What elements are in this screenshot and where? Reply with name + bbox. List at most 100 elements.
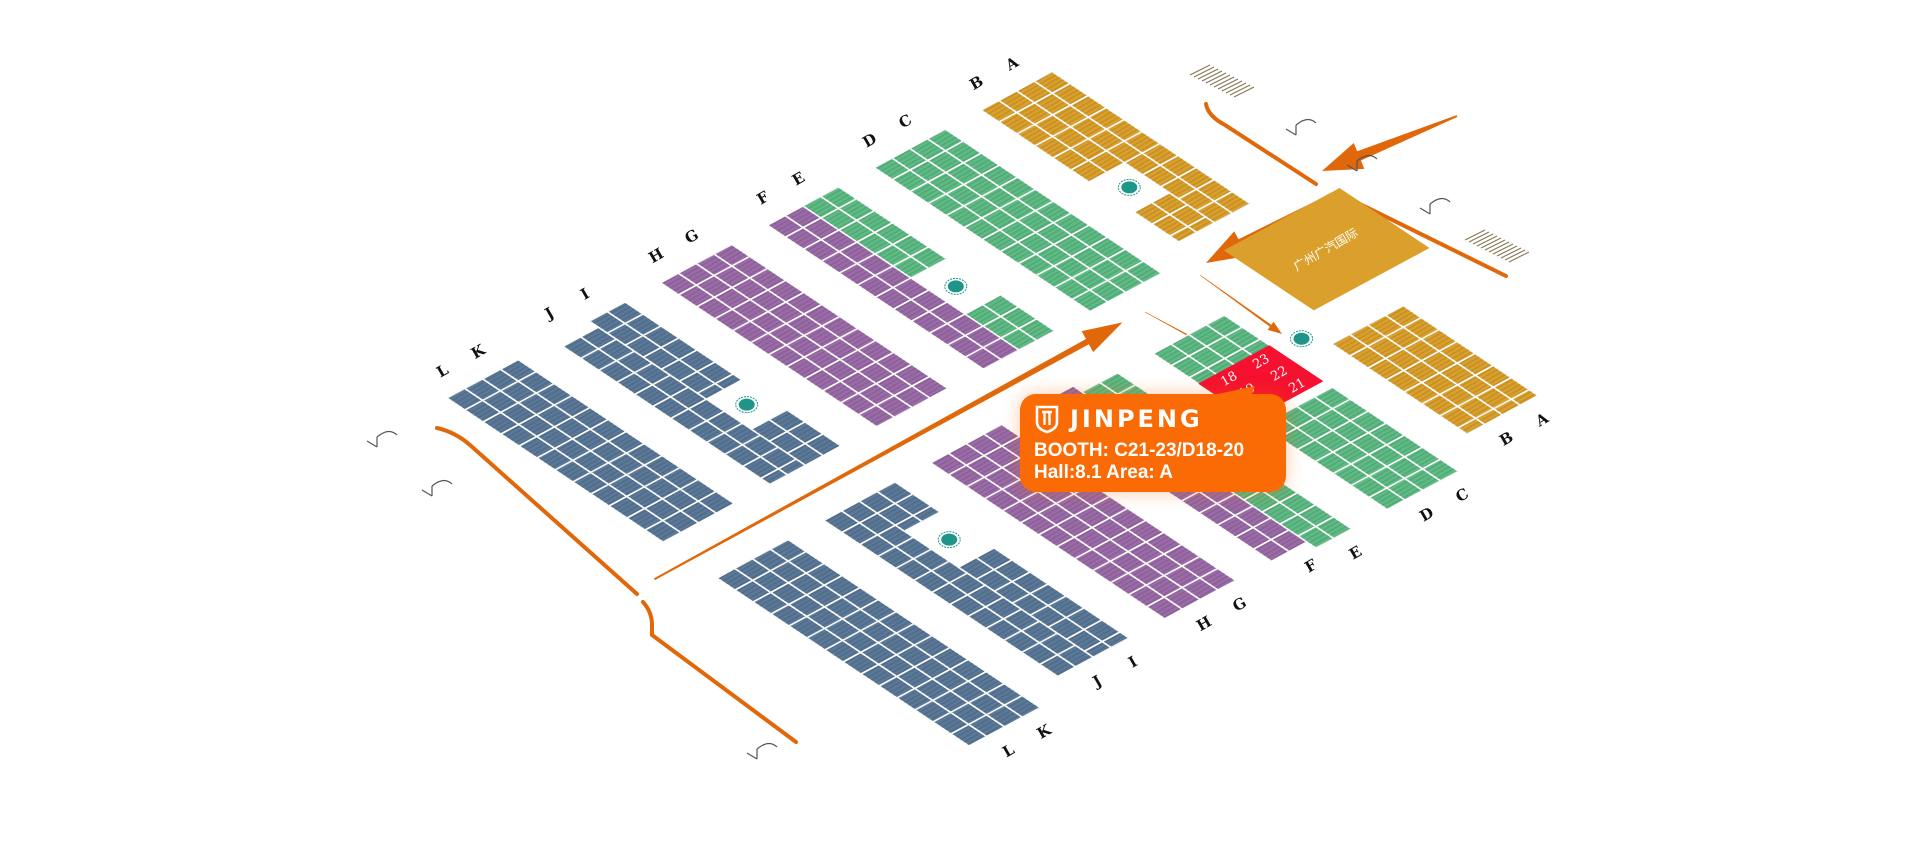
row-label-bottom: B [1496, 428, 1516, 450]
row-label-top: J [540, 304, 557, 324]
booth-cell-hatch [893, 256, 929, 278]
booth-cell-hatch [697, 383, 725, 400]
jinpeng-logo-icon [1035, 405, 1059, 434]
brand-name: JINPENG [1070, 405, 1203, 433]
booth-cell-hatch [760, 468, 788, 485]
row-label-bottom: E [1346, 542, 1365, 563]
row-label-top: A [1002, 53, 1022, 75]
booth-cell-hatch [895, 515, 923, 532]
stair-icon [1472, 233, 1494, 245]
booth-cell-hatch [1018, 318, 1055, 341]
booth-cell-hatch [698, 491, 735, 514]
booth-cell-hatch [1125, 261, 1162, 283]
booth-cell-hatch [805, 434, 841, 456]
door-icon [366, 430, 398, 448]
booth-cell-hatch [1187, 216, 1215, 233]
booth-number-c: 21 [1286, 375, 1308, 396]
booth-cell-hatch [1271, 530, 1307, 552]
booth-cell-hatch [715, 374, 742, 390]
stair-icon [1197, 68, 1219, 80]
stair-icon [1480, 237, 1502, 249]
booth-cell-hatch [951, 724, 987, 746]
row-label-bottom: G [1230, 593, 1250, 615]
stair-icon [1193, 66, 1215, 78]
hall-boundary [641, 600, 798, 744]
booth-cell-hatch [912, 376, 948, 398]
booth-cell-hatch [1039, 654, 1076, 677]
row-label-bottom: K [1034, 720, 1055, 743]
booth-cell-hatch [1164, 587, 1201, 610]
row-label-bottom: H [1193, 612, 1214, 635]
row-label-top: E [789, 168, 808, 189]
stair-icon [1488, 241, 1510, 253]
booth-cell-hatch [1170, 226, 1197, 242]
row-label-top: G [682, 225, 702, 247]
booth-cell-hatch [968, 714, 1005, 737]
booth-cell-hatch [858, 405, 895, 427]
booth-cell-hatch [1315, 516, 1352, 539]
aisle-arrow [653, 322, 1123, 581]
stair-icon [1504, 249, 1526, 261]
row-label-top: I [577, 285, 592, 304]
stair-icon [1464, 229, 1486, 241]
door-icon [1285, 118, 1317, 136]
booth-cell-hatch [1090, 280, 1126, 302]
row-label-bottom: A [1532, 409, 1552, 431]
pillar-icon [1293, 332, 1310, 345]
stair-icon [1209, 74, 1231, 86]
hall-boundary [435, 426, 639, 596]
stair-icon [1213, 76, 1235, 88]
booth-cell-hatch [1253, 539, 1290, 562]
booth-cell-hatch [645, 520, 681, 542]
booth-cell-hatch [1107, 270, 1144, 293]
booth-cell-hatch [1182, 578, 1218, 600]
stair-icon [1476, 235, 1498, 247]
booth-number-c: 22 [1268, 363, 1290, 384]
booth-cells [445, 70, 1540, 747]
pillar-ring [944, 277, 968, 295]
row-label-top: B [967, 72, 987, 94]
booth-number-c: 23 [1250, 351, 1272, 372]
direction-arrow [1199, 274, 1282, 334]
row-label-top: D [860, 129, 880, 151]
venue-block [1223, 188, 1430, 311]
door-icon [421, 479, 453, 497]
pillar-ring [937, 531, 961, 549]
booth-cell-hatch [778, 459, 806, 475]
booth-cell-hatch [876, 395, 913, 418]
booth-cell-hatch [1102, 632, 1129, 648]
stair-icon [1508, 251, 1530, 263]
row-label-bottom: D [1416, 503, 1436, 525]
stair-icon [1496, 245, 1518, 257]
stair-icon [1205, 72, 1227, 84]
booth-number-d: 18 [1218, 369, 1240, 390]
booth-cell-hatch [1458, 418, 1485, 434]
stair-icon [1189, 64, 1211, 76]
pillar-ring [1117, 178, 1141, 196]
stair-icon [1217, 78, 1239, 90]
row-label-bottom: J [1088, 672, 1105, 692]
stair-icon [1233, 86, 1255, 98]
row-label-top: K [468, 340, 489, 363]
pillar-icon [738, 398, 755, 411]
booth-cell-hatch [965, 347, 1002, 370]
booth-cell-hatch [662, 510, 699, 533]
booth-cell-hatch [1475, 408, 1503, 425]
stair-icon [1225, 82, 1247, 94]
row-label-top: H [645, 244, 666, 267]
row-label-top: F [754, 187, 773, 208]
stair-icon [1221, 80, 1243, 92]
hall-boundary [1204, 102, 1318, 186]
stair-icon [1484, 239, 1506, 251]
pillar-icon [1121, 181, 1138, 194]
pillar-ring [1290, 330, 1314, 348]
booth-cell-hatch [894, 386, 930, 408]
row-label-top: C [896, 110, 915, 132]
booth-cell-hatch [1422, 459, 1459, 481]
booth-cell-hatch [1146, 597, 1183, 619]
booth-cell-hatch [1196, 201, 1233, 223]
booth-callout: JINPENG BOOTH: C21-23/D18-20 Hall:8.1 Ar… [1020, 394, 1286, 492]
